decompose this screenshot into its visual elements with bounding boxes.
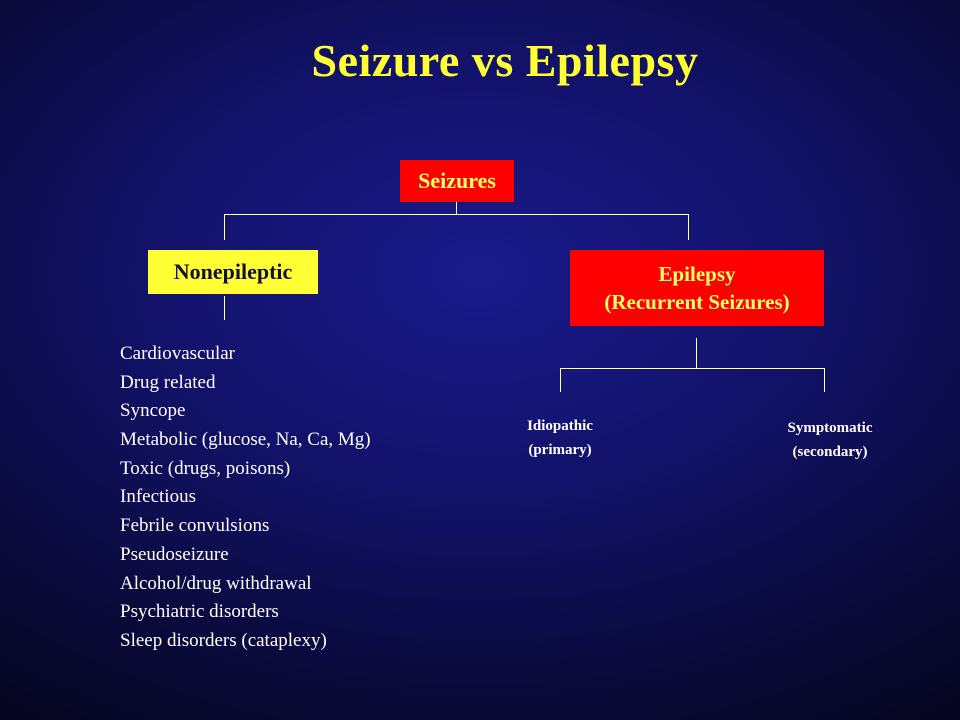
idiopathic-title: Idiopathic bbox=[527, 418, 593, 434]
symptomatic-label: Symptomatic (secondary) bbox=[760, 416, 900, 464]
connector-to-epilepsy bbox=[688, 214, 689, 240]
connector-to-idiopathic bbox=[560, 368, 561, 392]
connector-epilepsy-bar bbox=[560, 368, 825, 369]
list-item: Toxic (drugs, poisons) bbox=[120, 457, 291, 479]
list-item: Syncope bbox=[120, 400, 186, 422]
nonepileptic-box: Nonepileptic bbox=[148, 250, 318, 294]
symptomatic-subtitle: (secondary) bbox=[792, 444, 868, 460]
connector-nonepileptic-causes bbox=[224, 296, 225, 320]
list-item: Alcohol/drug withdrawal bbox=[120, 572, 312, 594]
connector-root-bar bbox=[224, 214, 689, 215]
list-item: Psychiatric disorders bbox=[120, 601, 279, 623]
idiopathic-subtitle: (primary) bbox=[528, 442, 592, 458]
list-item: Drug related bbox=[120, 371, 216, 393]
connector-epilepsy-stem bbox=[696, 338, 697, 368]
list-item: Infectious bbox=[120, 486, 196, 508]
nonepileptic-causes-list: Cardiovascular Drug related Syncope Meta… bbox=[120, 340, 371, 656]
idiopathic-label: Idiopathic (primary) bbox=[490, 414, 630, 462]
symptomatic-title: Symptomatic bbox=[787, 420, 873, 436]
seizures-box: Seizures bbox=[400, 160, 514, 202]
slide-title: Seizure vs Epilepsy bbox=[311, 35, 699, 86]
epilepsy-label: Epilepsy bbox=[658, 262, 736, 286]
connector-to-symptomatic bbox=[824, 368, 825, 392]
list-item: Pseudoseizure bbox=[120, 543, 229, 565]
epilepsy-box: Epilepsy (Recurrent Seizures) bbox=[570, 250, 824, 326]
connector-to-nonepileptic bbox=[224, 214, 225, 240]
list-item: Metabolic (glucose, Na, Ca, Mg) bbox=[120, 429, 371, 451]
list-item: Cardiovascular bbox=[120, 343, 236, 364]
epilepsy-sublabel: (Recurrent Seizures) bbox=[604, 290, 790, 314]
list-item: Febrile convulsions bbox=[120, 515, 270, 537]
connector-root-stem bbox=[456, 202, 457, 214]
list-item: Sleep disorders (cataplexy) bbox=[120, 629, 327, 651]
